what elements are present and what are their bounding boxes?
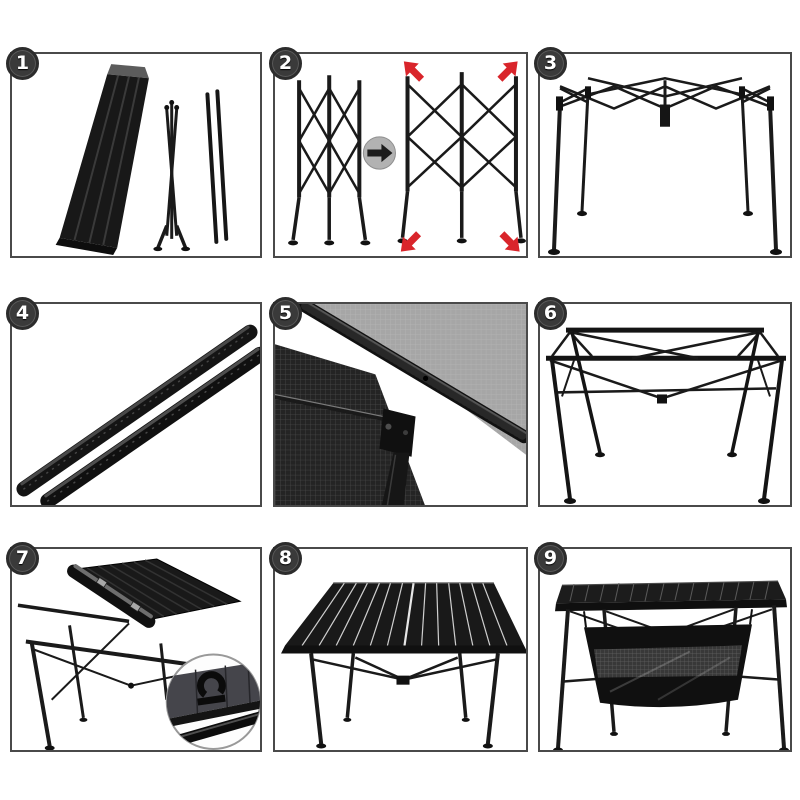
- step9-badge: 9: [534, 542, 567, 575]
- step-panel-7: 7: [6, 542, 262, 752]
- step5-badge: 5: [269, 297, 302, 330]
- step6-badge: 6: [534, 297, 567, 330]
- red-arrow-up-right-icon: [497, 61, 518, 82]
- step-number: 8: [278, 547, 293, 569]
- step-number: 4: [15, 302, 30, 324]
- tabletop: [556, 581, 786, 604]
- step-panel-4: 4: [6, 297, 262, 507]
- folded-frame: [156, 104, 188, 249]
- tabletop-front-edge: [555, 599, 787, 612]
- rolled-top-front-face: [59, 74, 149, 248]
- clip-detail-contents: [166, 661, 260, 748]
- step-panel-9: 9: [534, 542, 792, 752]
- step4-illustration-poles-closeup: [16, 324, 260, 505]
- legs-and-braces: [309, 653, 500, 745]
- slat-gaps: [301, 582, 508, 646]
- step1-illustration-parts-overview: [55, 64, 229, 255]
- step2-illustration-pull-frame-open: [288, 61, 526, 252]
- tabletop-front-edge: [281, 645, 526, 654]
- step1-badge: 1: [6, 47, 39, 80]
- step8-badge: 8: [269, 542, 302, 575]
- c-clip: [197, 671, 226, 701]
- step-number: 2: [278, 52, 293, 74]
- step-number: 1: [15, 52, 30, 74]
- center-joint: [657, 394, 667, 404]
- step9-illustration-table-with-basket: [553, 580, 789, 750]
- pole-in-clip: [167, 710, 260, 748]
- center-joint: [396, 675, 410, 685]
- corner-bracket: [379, 408, 416, 457]
- table-frame: [17, 603, 201, 747]
- rolled-top-top-face: [107, 64, 149, 79]
- step-number: 6: [543, 302, 558, 324]
- step3-illustration-frame-expanded: [548, 76, 782, 255]
- step-panel-3: 3: [534, 47, 792, 258]
- clip-base: [197, 694, 226, 706]
- step8-illustration-table-assembled: [281, 582, 526, 749]
- crossbar-poles: [205, 89, 229, 244]
- step-panel-8: 8: [269, 542, 528, 752]
- step-number: 5: [278, 302, 293, 324]
- step5-illustration-joint-closeup: [275, 304, 526, 505]
- step7-illustration-unroll-top: [17, 558, 260, 750]
- expanded-frame: [400, 72, 523, 239]
- expanded-scissor-frame: [552, 76, 778, 251]
- step-panel-2: 2: [269, 47, 528, 258]
- frame-with-rails: [546, 327, 786, 500]
- crossbar-pole: [298, 304, 526, 444]
- step2-badge: 2: [269, 47, 302, 80]
- step-panel-6: 6: [534, 297, 792, 507]
- center-joint: [660, 104, 670, 127]
- red-arrow-up-left-icon: [403, 61, 425, 82]
- step-number: 7: [15, 547, 30, 569]
- red-arrow-down-right-icon: [499, 231, 520, 252]
- step7-badge: 7: [6, 542, 39, 575]
- red-arrow-down-left-icon: [400, 231, 422, 252]
- step-number: 3: [543, 52, 558, 74]
- red-expand-arrows: [400, 61, 520, 252]
- thin-rod: [275, 393, 394, 424]
- step4-badge: 4: [6, 297, 39, 330]
- step6-illustration-frame-with-rails: [546, 327, 786, 504]
- collapsed-frame: [291, 75, 368, 241]
- step3-badge: 3: [534, 47, 567, 80]
- pole-hole: [422, 375, 429, 381]
- right-arrow-icon: [367, 143, 393, 163]
- step-panel-5: 5: [269, 297, 528, 507]
- step-panel-1: 1: [6, 47, 262, 258]
- pole-pair-closeup: [16, 324, 260, 505]
- step-number: 9: [543, 547, 558, 569]
- slat-lines: [569, 581, 770, 602]
- slatted-tabletop: [285, 583, 524, 646]
